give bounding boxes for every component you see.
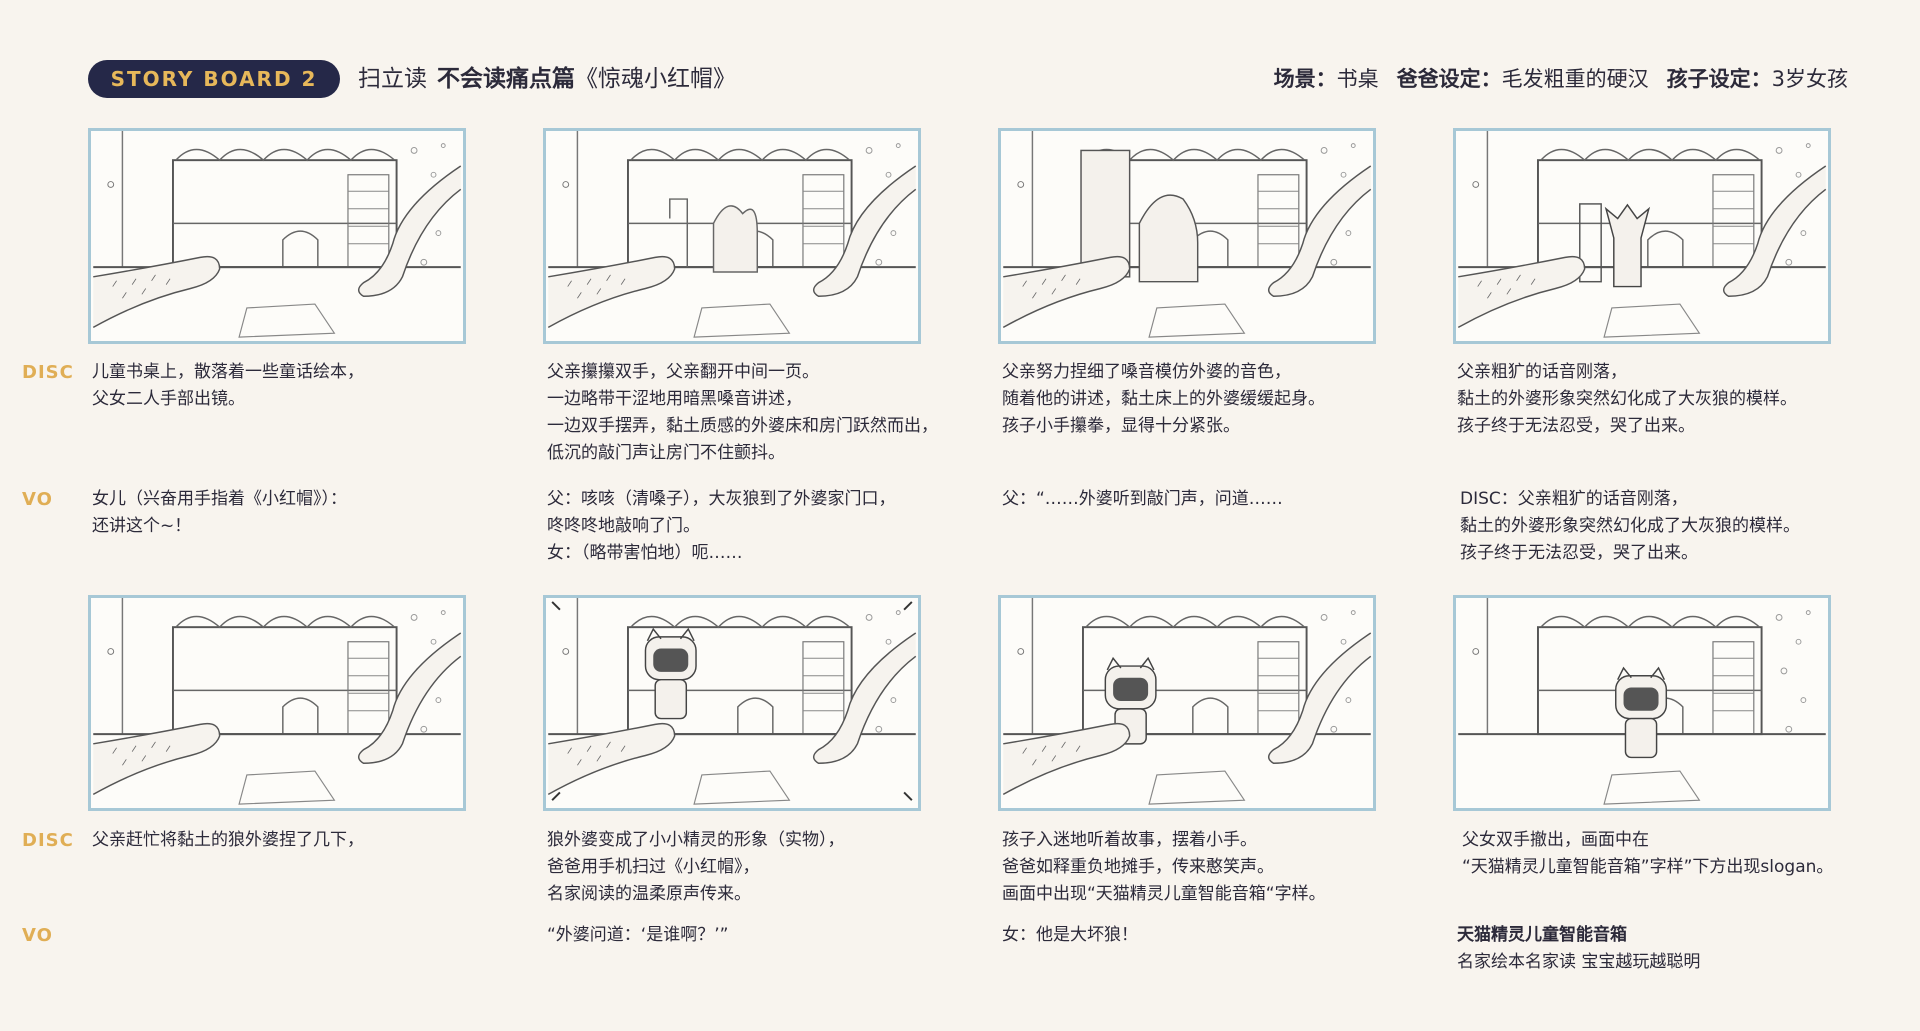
disc-text-1: 儿童书桌上，散落着一些童话绘本， 父女二人手部出镜。 [92, 362, 364, 409]
disc-label-row2: DISC [22, 830, 74, 851]
disc-text-7: 孩子入迷地听着故事，摆着小手。 爸爸如释重负地摊手，传来憨笑声。 画面中出现“天… [1002, 830, 1326, 904]
disc-text-6: 狼外婆变成了小小精灵的形象（实物）， 爸爸用手机扫过《小红帽》， 名家阅读的温柔… [547, 830, 845, 904]
disc-text-2: 父亲攥攥双手，父亲翻开中间一页。 一边略带干涩地用暗黑嗓音讲述， 一边双手摆弄，… [547, 362, 938, 463]
storyboard-panel-4 [1453, 128, 1831, 344]
vo-text-7: 女：他是大坏狼！ [1002, 925, 1138, 945]
vo-text-3: 父：“……外婆听到敲门声，问道…… [1002, 489, 1283, 509]
title-bold: 不会读痛点篇 [437, 66, 575, 92]
title-rest: 《惊魂小红帽》 [575, 66, 736, 92]
brand-slogan: 名家绘本名家读 宝宝越玩越聪明 [1457, 952, 1701, 972]
storyboard-title: 扫立读不会读痛点篇《惊魂小红帽》 [358, 64, 736, 94]
child-label: 孩子设定： [1666, 67, 1772, 91]
storyboard-panel-2 [543, 128, 921, 344]
storyboard-panel-1 [88, 128, 466, 344]
disc-label-row1: DISC [22, 362, 74, 383]
vo-text-4: DISC：父亲粗犷的话音刚落， 黏土的外婆形象突然幻化成了大灰狼的模样。 孩子终… [1460, 489, 1800, 563]
storyboard-panel-5 [88, 595, 466, 811]
dad-label: 爸爸设定： [1396, 67, 1502, 91]
vo-text-8: 天猫精灵儿童智能音箱 名家绘本名家读 宝宝越玩越聪明 [1457, 922, 1897, 976]
storyboard-panel-6 [543, 595, 921, 811]
disc-text-8: 父女双手撤出，画面中在 “天猫精灵儿童智能音箱”字样”下方出现slogan。 [1462, 830, 1834, 877]
storyboard-panel-7 [998, 595, 1376, 811]
vo-text-1: 女儿（兴奋用手指着《小红帽》）： 还讲这个~！ [92, 489, 347, 536]
vo-text-6: “外婆问道：‘是谁啊？’” [547, 925, 729, 945]
storyboard-panel-8 [1453, 595, 1831, 811]
dad-value: 毛发粗重的硬汉 [1501, 67, 1649, 91]
storyboard-header: STORY BOARD 2 扫立读不会读痛点篇《惊魂小红帽》 场景：书桌爸爸设定… [88, 60, 1848, 98]
child-value: 3岁女孩 [1771, 67, 1848, 91]
scene-value: 书桌 [1336, 67, 1379, 91]
vo-label-row1: VO [22, 489, 53, 510]
vo-label-row2: VO [22, 925, 53, 946]
disc-text-5: 父亲赶忙将黏土的狼外婆捏了几下， [92, 830, 364, 850]
vo-text-2: 父：咳咳（清嗓子），大灰狼到了外婆家门口， 咚咚咚地敲响了门。 女：（略带害怕地… [547, 489, 896, 563]
disc-text-4: 父亲粗犷的话音刚落， 黏土的外婆形象突然幻化成了大灰狼的模样。 孩子终于无法忍受… [1457, 362, 1797, 436]
storyboard-panel-3 [998, 128, 1376, 344]
character-settings: 场景：书桌爸爸设定：毛发粗重的硬汉孩子设定：3岁女孩 [1274, 64, 1848, 94]
brand-title: 天猫精灵儿童智能音箱 [1457, 925, 1627, 945]
title-prefix: 扫立读 [358, 66, 427, 92]
disc-text-3: 父亲努力捏细了嗓音模仿外婆的音色， 随着他的讲述，黏土床上的外婆缓缓起身。 孩子… [1002, 362, 1325, 436]
scene-label: 场景： [1273, 67, 1337, 91]
storyboard-badge: STORY BOARD 2 [88, 60, 340, 98]
